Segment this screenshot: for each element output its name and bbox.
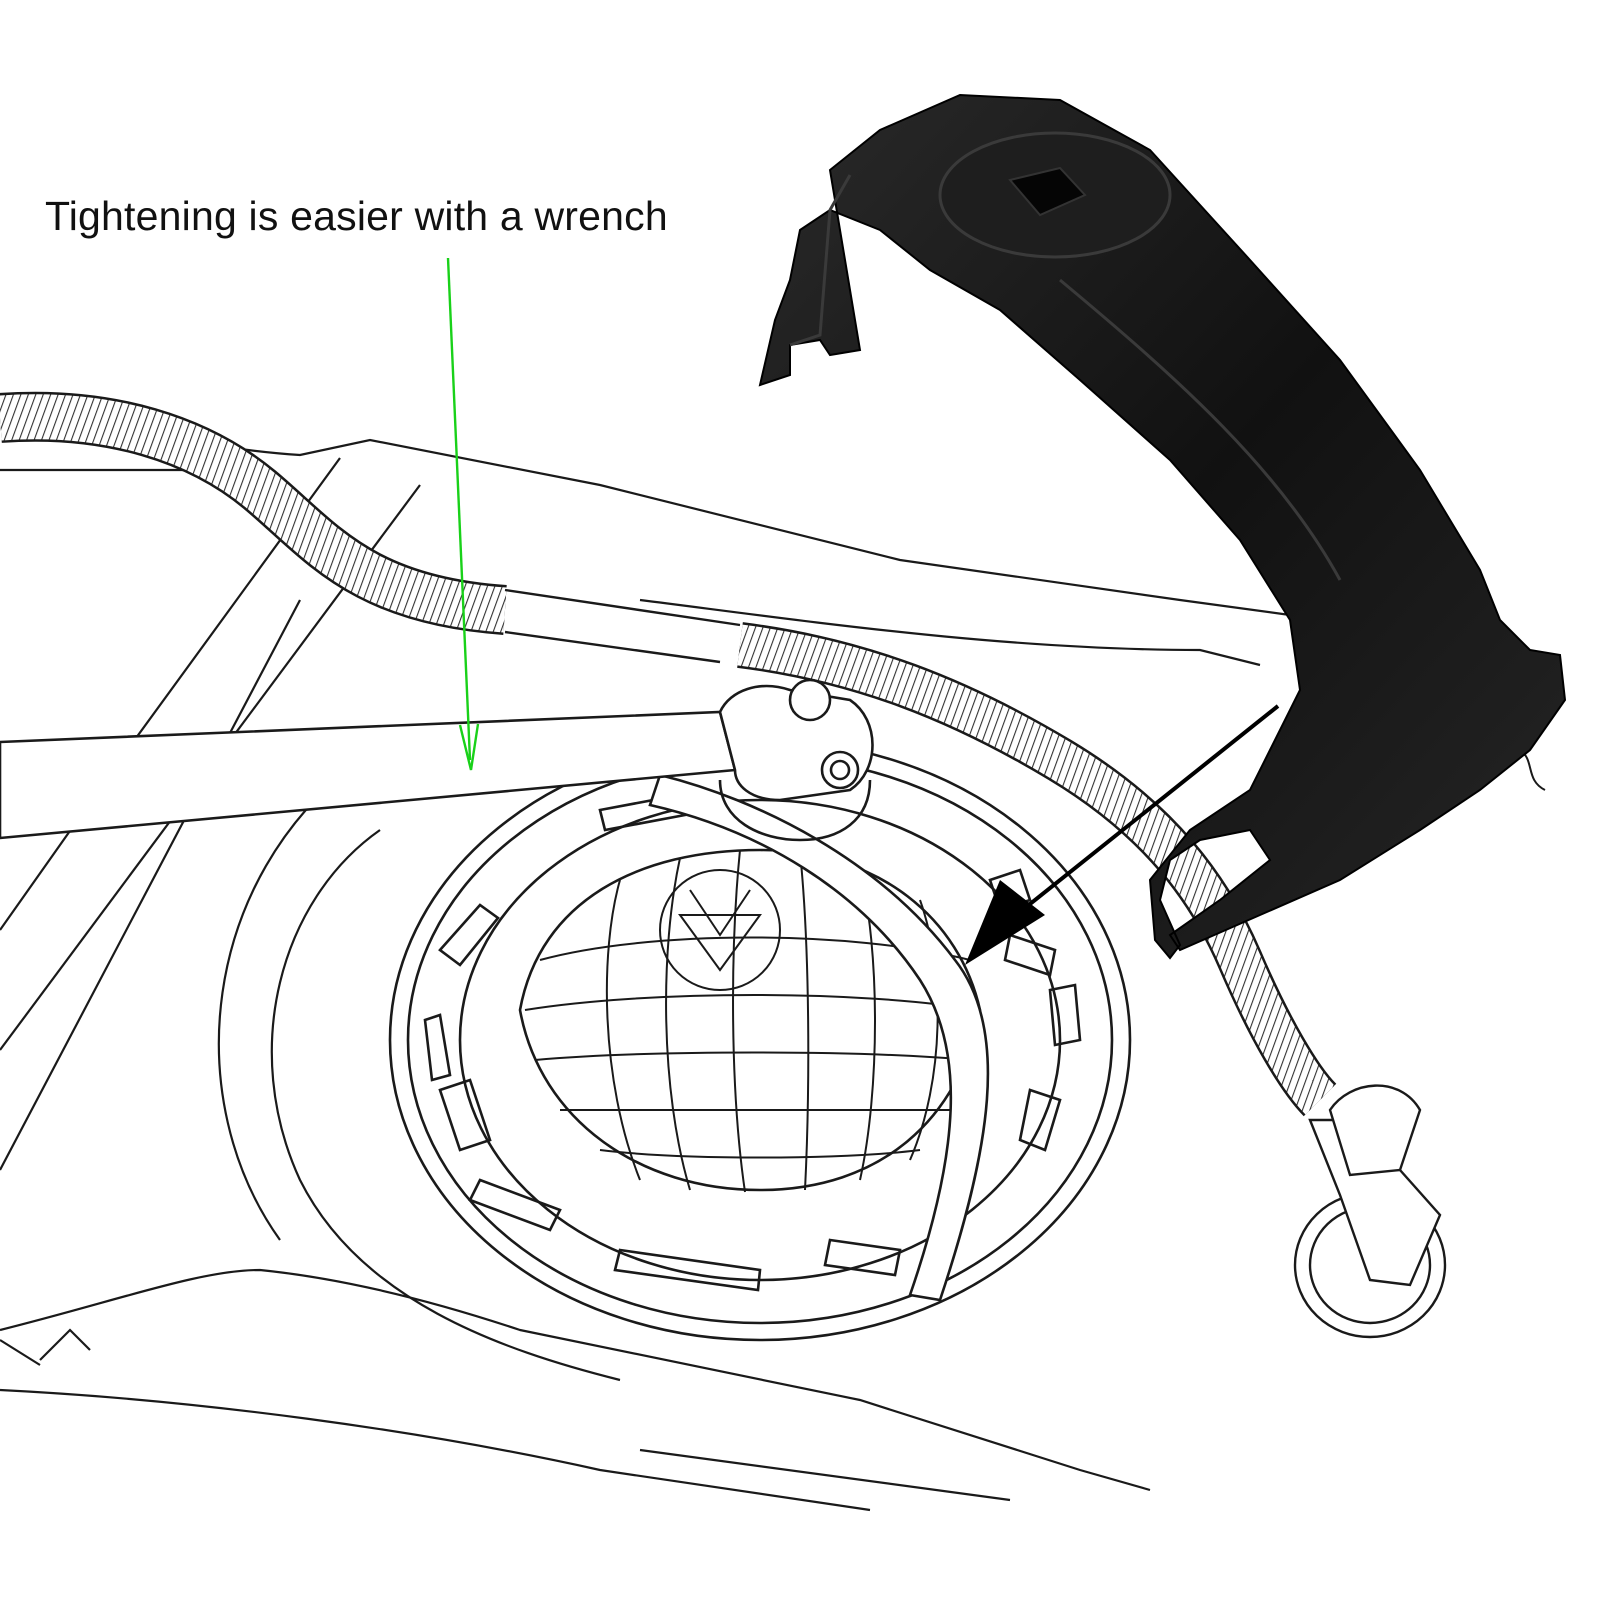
tool-strap [648,773,990,1302]
green-pointer-arrow [446,257,480,771]
hose-tube-left [504,588,741,664]
pump-dome [518,848,982,1193]
square-drive-hole [1008,166,1087,217]
caption-text: Tightening is easier with a wrench [45,193,668,239]
black-pointer-arrow [965,704,1280,965]
fuel-line-connector [1293,1084,1447,1339]
corrugated-hose-right [737,622,1337,1117]
corrugated-hose-left [0,391,507,635]
breaker-bar [0,678,874,842]
fuel-tank-wrench [758,93,1567,960]
